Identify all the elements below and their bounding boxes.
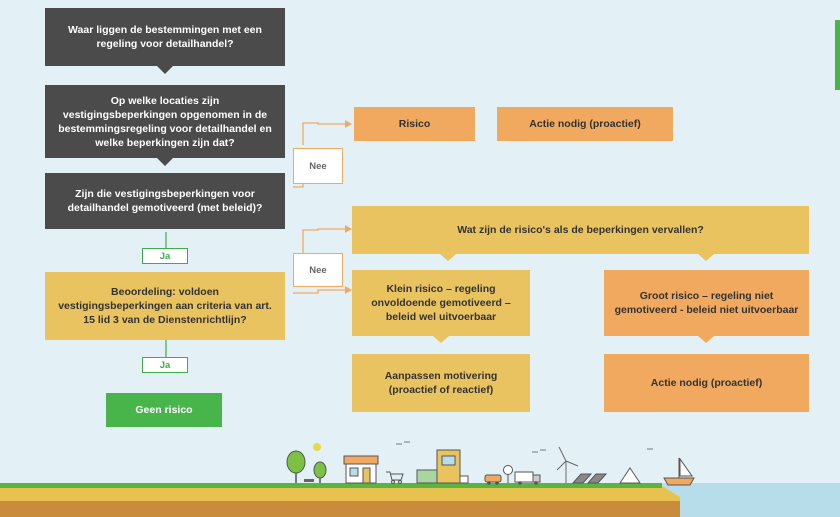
ja-label-1: Ja bbox=[142, 248, 188, 264]
wind-turbine-icon bbox=[556, 446, 579, 483]
question-3-text: Zijn die vestigingsbeperkingen voor deta… bbox=[67, 188, 263, 214]
tent-icon bbox=[619, 467, 641, 484]
risico-box: Risico bbox=[354, 107, 475, 141]
shop-icon bbox=[343, 455, 379, 484]
groot-risico-box: Groot risico – regeling niet gemotiveerd… bbox=[604, 270, 809, 336]
solar-panel-icon bbox=[571, 473, 608, 484]
tree-icon bbox=[286, 450, 327, 483]
klein-risico-text: Klein risico – regeling onvoldoende gemo… bbox=[371, 283, 511, 323]
question-2-text: Op welke locaties zijn vestigingsbeperki… bbox=[58, 94, 272, 149]
groot-risico-text: Groot risico – regeling niet gemotiveerd… bbox=[614, 290, 799, 316]
side-accent-bar bbox=[835, 20, 840, 90]
geen-risico-text: Geen risico bbox=[135, 404, 193, 416]
question-4-text: Beoordeling: voldoen vestigingsbeperking… bbox=[58, 286, 272, 326]
arrow-down-klein bbox=[433, 336, 449, 343]
sun-icon bbox=[313, 443, 321, 451]
nee-label-1: Nee bbox=[293, 148, 343, 184]
boat-icon bbox=[663, 457, 695, 486]
grass bbox=[0, 483, 662, 488]
bird-icon-2 bbox=[532, 449, 546, 453]
nee-label-2: Nee bbox=[293, 253, 343, 287]
actie-bottom-text: Actie nodig (proactief) bbox=[650, 377, 763, 389]
bench-icon bbox=[304, 479, 314, 482]
aanpassen-text: Aanpassen motivering (proactief of react… bbox=[384, 370, 498, 396]
risico-text: Risico bbox=[398, 118, 431, 130]
building-icon bbox=[416, 449, 469, 484]
question-2-box: Op welke locaties zijn vestigingsbeperki… bbox=[45, 85, 285, 158]
question-4-box: Beoordeling: voldoen vestigingsbeperking… bbox=[45, 272, 285, 340]
wat-risicos-box: Wat zijn de risico's als de beperkingen … bbox=[352, 206, 809, 254]
question-1-box: Waar liggen de bestemmingen met een rege… bbox=[45, 8, 285, 66]
bird-icon bbox=[396, 441, 410, 445]
klein-risico-box: Klein risico – regeling onvoldoende gemo… bbox=[352, 270, 530, 336]
sign-icon bbox=[503, 465, 513, 483]
question-1-text: Waar liggen de bestemmingen met een rege… bbox=[68, 24, 262, 50]
cart-icon bbox=[386, 471, 404, 484]
actie-bottom-box: Actie nodig (proactief) bbox=[604, 354, 809, 412]
truck-icon bbox=[514, 471, 541, 485]
aanpassen-box: Aanpassen motivering (proactief of react… bbox=[352, 354, 530, 412]
water bbox=[655, 483, 840, 517]
ja-label-2: Ja bbox=[142, 357, 188, 373]
arrow-down-groot bbox=[698, 336, 714, 343]
car-icon bbox=[484, 474, 502, 485]
arrow-down-2 bbox=[157, 158, 173, 166]
geen-risico-box: Geen risico bbox=[106, 393, 222, 427]
actie-top-box: Actie nodig (proactief) bbox=[497, 107, 673, 141]
soil bbox=[0, 501, 680, 517]
actie-top-text: Actie nodig (proactief) bbox=[529, 118, 641, 130]
question-3-box: Zijn die vestigingsbeperkingen voor deta… bbox=[45, 173, 285, 229]
arrow-down-1 bbox=[157, 66, 173, 74]
arrow-down-right bbox=[698, 254, 714, 261]
arrow-down-left bbox=[440, 254, 456, 261]
wat-risicos-text: Wat zijn de risico's als de beperkingen … bbox=[457, 224, 704, 236]
